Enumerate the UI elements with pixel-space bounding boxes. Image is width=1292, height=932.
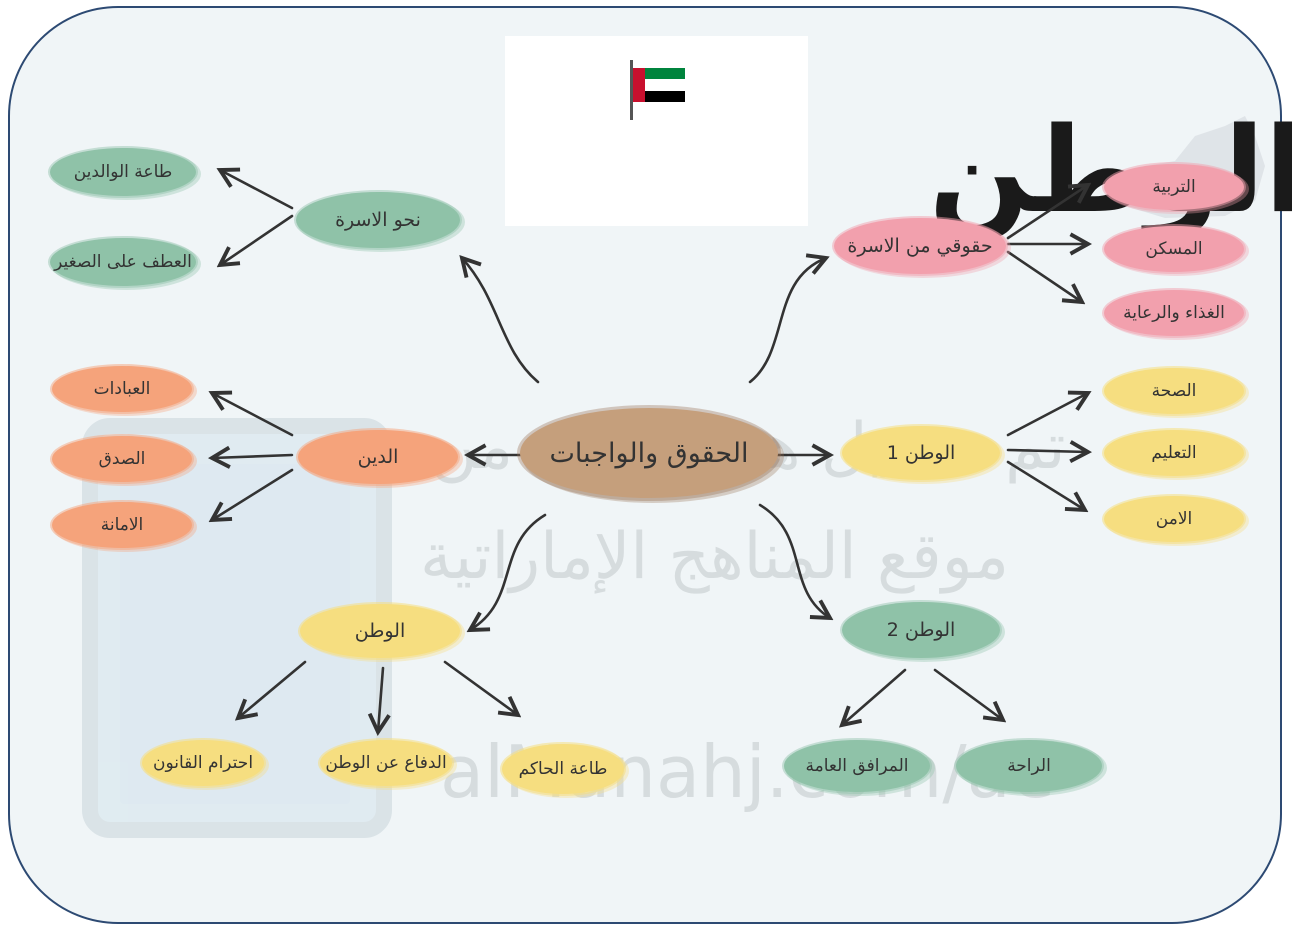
node-public-facilities: المرافق العامة: [784, 740, 930, 792]
node-honesty: الصدق: [52, 436, 192, 482]
node-respect-law: احترام القانون: [142, 740, 264, 786]
node-food-care: الغذاء والرعاية: [1104, 290, 1244, 336]
node-upbringing: التربية: [1104, 164, 1244, 210]
node-obey-ruler: طاعة الحاكم: [502, 744, 624, 794]
node-homeland-duties: الوطن: [300, 604, 460, 658]
node-trust: الامانة: [52, 502, 192, 548]
node-family-duties: نحو الاسرة: [296, 192, 460, 248]
center-node: الحقوق والواجبات: [520, 408, 778, 498]
node-kindness-young: العطف على الصغير: [50, 238, 196, 286]
page-title: الوطن: [928, 101, 1292, 239]
node-religion: الدين: [298, 430, 458, 484]
node-defend-homeland: الدفاع عن الوطن: [320, 740, 452, 786]
node-comfort: الراحة: [956, 740, 1102, 792]
node-obey-parents: طاعة الوالدين: [50, 148, 196, 196]
node-education: التعليم: [1104, 430, 1244, 476]
node-security: الامن: [1104, 496, 1244, 542]
node-worship: العبادات: [52, 366, 192, 412]
node-homeland-1: الوطن 1: [842, 426, 1000, 480]
node-health: الصحة: [1104, 368, 1244, 414]
node-homeland-2: الوطن 2: [842, 602, 1000, 658]
node-family-rights: حقوقي من الاسرة: [834, 218, 1006, 274]
node-housing: المسكن: [1104, 226, 1244, 272]
uae-flag-icon: [630, 60, 685, 120]
watermark-line-2: موقع المناهج الإماراتية: [420, 520, 1010, 594]
